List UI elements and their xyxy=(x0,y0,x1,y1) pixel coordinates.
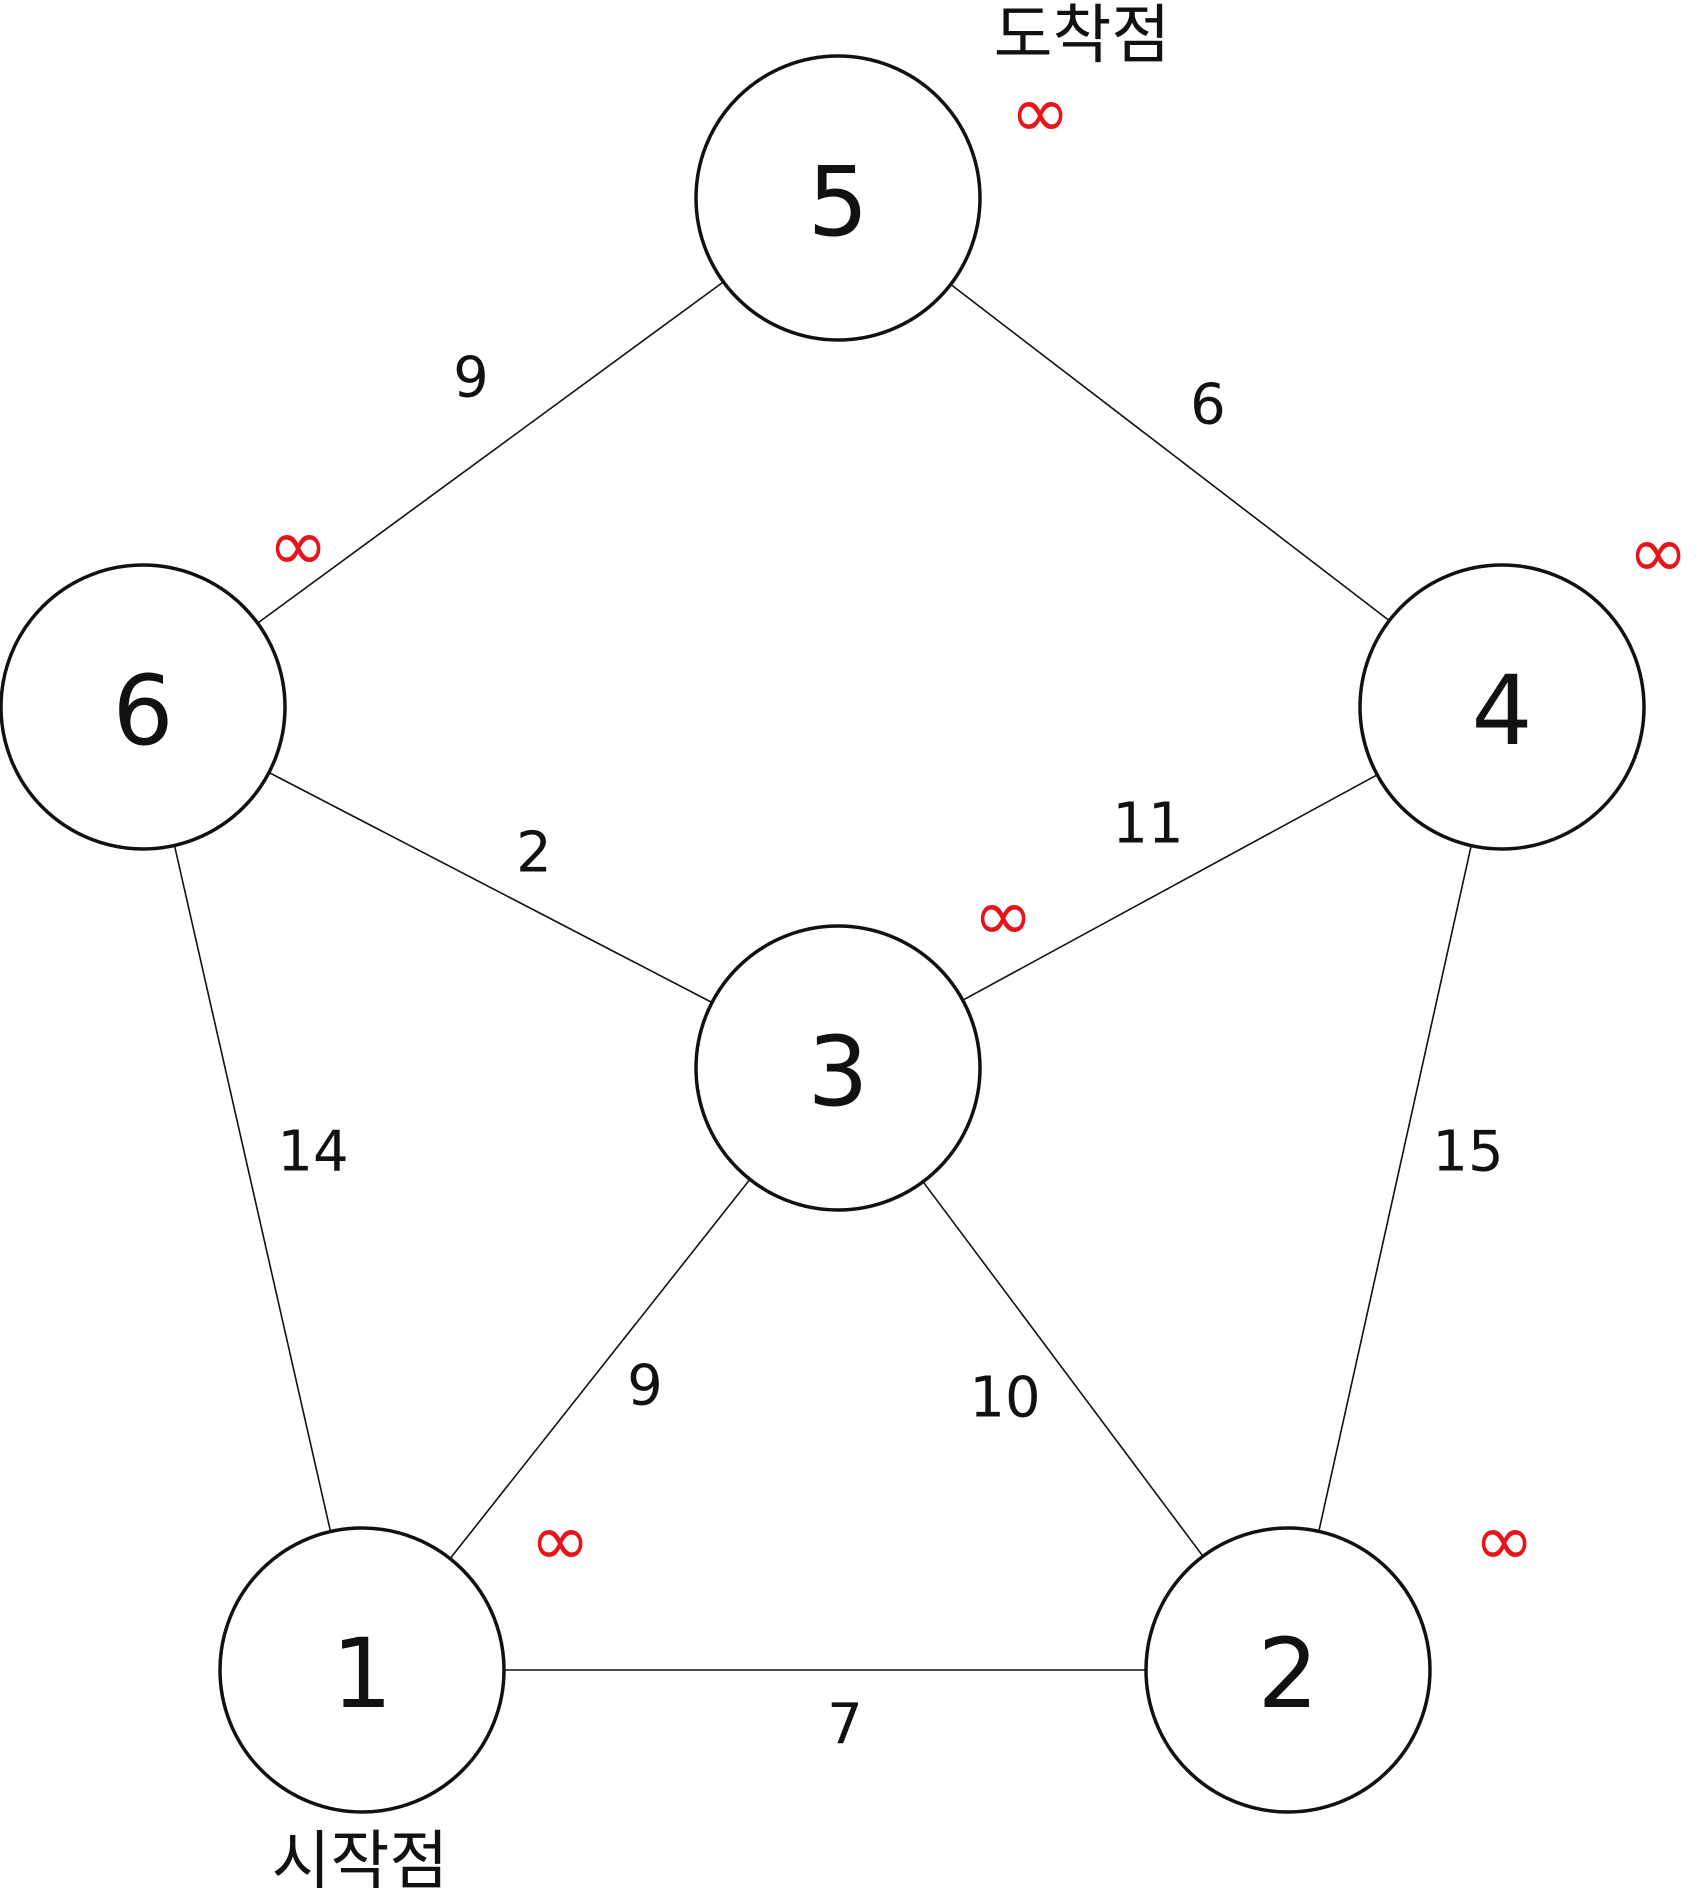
node-label-3: 3 xyxy=(807,1016,868,1128)
node-label-1: 1 xyxy=(331,1618,392,1730)
edge-weight-3-2: 10 xyxy=(969,1366,1040,1431)
edge-3-4 xyxy=(962,774,1378,1001)
node-3: 3 xyxy=(694,924,982,1212)
edge-weight-3-4: 11 xyxy=(1112,792,1183,857)
distance-label-3: ∞ xyxy=(973,873,1033,957)
node-2: 2 xyxy=(1144,1526,1432,1814)
node-circle-1 xyxy=(218,1526,506,1814)
edge-6-3 xyxy=(268,771,713,1004)
node-circle-5 xyxy=(694,54,982,342)
node-label-5: 5 xyxy=(807,146,868,258)
edge-5-4 xyxy=(950,283,1390,622)
edge-4-2 xyxy=(1318,845,1472,1532)
edge-weight-5-4: 6 xyxy=(1190,373,1226,438)
node-circle-2 xyxy=(1144,1526,1432,1814)
distance-label-5: ∞ xyxy=(1010,70,1070,154)
node-1: 1 xyxy=(218,1526,506,1814)
node-6: 6 xyxy=(0,563,287,851)
edges-layer xyxy=(173,281,1472,1671)
edge-weight-6-1: 14 xyxy=(277,1120,348,1185)
start-point-caption: 시작점 xyxy=(272,1825,449,1899)
node-circle-4 xyxy=(1358,563,1646,851)
edge-weight-1-2: 7 xyxy=(827,1693,863,1758)
distance-label-4: ∞ xyxy=(1628,510,1688,594)
end-point-caption: 도착점 xyxy=(994,0,1171,73)
distance-label-6: ∞ xyxy=(268,503,328,587)
edge-5-6 xyxy=(257,281,724,624)
edge-3-2 xyxy=(922,1181,1204,1557)
distance-label-2: ∞ xyxy=(1474,1498,1534,1582)
node-circle-3 xyxy=(694,924,982,1212)
node-label-6: 6 xyxy=(112,655,173,767)
node-label-4: 4 xyxy=(1471,655,1532,767)
distance-label-1: ∞ xyxy=(530,1498,590,1582)
node-4: 4 xyxy=(1358,563,1646,851)
edge-weight-4-2: 15 xyxy=(1432,1120,1503,1185)
node-circle-6 xyxy=(0,563,287,851)
node-label-2: 2 xyxy=(1257,1618,1318,1730)
nodes-layer: 1 2 3 4 5 6 xyxy=(0,54,1646,1814)
edge-weight-5-6: 9 xyxy=(453,346,489,411)
edge-weight-6-3: 2 xyxy=(516,821,552,886)
edge-weight-3-1: 9 xyxy=(627,1354,663,1419)
edge-6-1 xyxy=(173,845,332,1532)
node-5: 5 xyxy=(694,54,982,342)
edge-3-1 xyxy=(449,1178,751,1560)
